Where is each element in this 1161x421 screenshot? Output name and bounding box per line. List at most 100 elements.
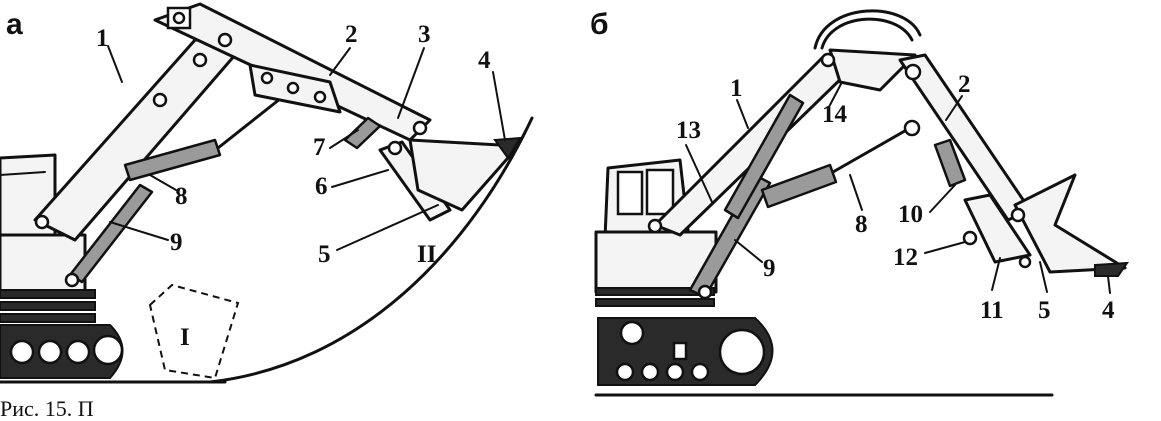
label-12: 12: [893, 244, 918, 271]
leader-2: [945, 95, 963, 121]
panel-a-letter: а: [6, 8, 23, 41]
panel-a-plate: [0, 313, 96, 323]
panel-b-cylinder-8: [760, 163, 838, 209]
panel-a-pin: [412, 120, 428, 136]
panel-a-trajectory-arc: [208, 116, 534, 384]
panel-b-letter: б: [590, 8, 609, 41]
panel-b-track-wheel: [640, 362, 660, 382]
panel-a-leaders: [107, 45, 506, 251]
label-9: 9: [170, 229, 183, 256]
label-1: 1: [730, 75, 743, 102]
panel-a-plate: [0, 301, 96, 311]
leader-3: [397, 47, 425, 119]
panel-b-track-wheel: [619, 320, 645, 346]
leader-5: [1039, 261, 1048, 293]
zone-label-II: II: [417, 241, 436, 268]
panel-a-cylinder-8: [123, 138, 222, 182]
leader-4: [492, 71, 506, 141]
panel-b-plate: [595, 298, 715, 307]
panel-a-pin: [34, 214, 50, 230]
panel-a: а: [0, 2, 534, 384]
leader-14: [829, 81, 843, 106]
label-13: 13: [676, 117, 701, 144]
label-8: 8: [175, 183, 188, 210]
panel-b-pin: [647, 218, 663, 234]
figure-caption: Рис. 15. П: [0, 396, 94, 421]
label-1: 1: [96, 25, 109, 52]
panel-b-track-wheel: [615, 362, 635, 382]
panel-b-pin: [903, 119, 921, 137]
leader-11: [991, 257, 1001, 291]
zone-label-I: I: [180, 324, 190, 351]
panel-a-pin: [152, 92, 168, 108]
panel-b-bucket: [1013, 173, 1127, 274]
panel-b-track-block: [672, 341, 688, 361]
leader-12: [924, 241, 966, 254]
panel-a-bucket-tooth: [493, 136, 522, 160]
panel-a-pin: [260, 71, 274, 85]
label-4: 4: [1102, 297, 1115, 324]
panel-b-cylinder-10: [933, 138, 967, 188]
leader-2: [329, 47, 351, 76]
leader-8: [849, 174, 863, 211]
leader-8: [149, 174, 177, 191]
leader-10: [929, 184, 956, 213]
panel-a-cab-window: [0, 171, 46, 176]
panel-b-pin: [962, 230, 978, 246]
panel-a-pin: [217, 32, 233, 48]
panel-a-bucket: [408, 138, 517, 212]
panel-a-zone-I-outline: [148, 283, 240, 380]
panel-b-plate: [595, 287, 715, 296]
panel-a-pin: [387, 140, 403, 156]
panel-b-pin: [697, 284, 713, 300]
leader-9: [109, 221, 169, 241]
panel-b-bucket-tooth: [1094, 261, 1129, 277]
label-2: 2: [345, 21, 358, 48]
label-14: 14: [822, 101, 848, 128]
label-9: 9: [763, 255, 776, 282]
panel-b-cab-window: [616, 170, 644, 216]
panel-a-track-wheel: [65, 339, 91, 365]
label-7: 7: [313, 134, 326, 161]
panel-b-track-wheel: [665, 362, 685, 382]
label-2: 2: [958, 71, 971, 98]
panel-b-cylinder-13: [723, 93, 805, 220]
panel-b-pin: [904, 63, 922, 81]
panel-a-rod-8: [216, 93, 287, 150]
panel-a-cylinder-7: [343, 116, 382, 150]
label-3: 3: [418, 21, 431, 48]
panel-a-pin: [192, 52, 208, 68]
panel-a-track-wheel: [92, 334, 124, 366]
leader-7: [329, 129, 359, 149]
panel-b-track-wheel: [690, 362, 710, 382]
panel-b-track-wheel: [718, 328, 766, 376]
panel-b: б: [590, 8, 1129, 397]
panel-b-rod-8: [831, 126, 912, 174]
leader-5: [336, 204, 439, 251]
leader-4: [1107, 275, 1111, 294]
panel-a-pin: [64, 272, 80, 288]
leader-9: [734, 239, 763, 263]
panel-b-linkage-12: [963, 193, 1032, 264]
leader-1: [107, 45, 123, 83]
label-10: 10: [898, 201, 923, 228]
panel-a-pin: [286, 81, 300, 95]
label-5: 5: [1038, 297, 1051, 324]
label-6: 6: [315, 173, 328, 200]
label-4: 4: [478, 47, 491, 74]
panel-a-plate: [0, 289, 96, 299]
panel-a-pin: [172, 11, 186, 25]
leader-1: [736, 99, 749, 129]
label-11: 11: [980, 297, 1004, 324]
leader-6: [331, 169, 389, 188]
panel-b-hose: [813, 9, 922, 50]
panel-b-pin: [820, 52, 836, 68]
panel-a-pin: [313, 90, 327, 104]
label-5: 5: [318, 241, 331, 268]
panel-b-frame-14: [828, 48, 917, 92]
panel-b-cab-window: [645, 168, 675, 216]
panel-b-pin: [1010, 207, 1026, 223]
panel-a-track-wheel: [9, 339, 35, 365]
leader-13: [685, 144, 713, 203]
